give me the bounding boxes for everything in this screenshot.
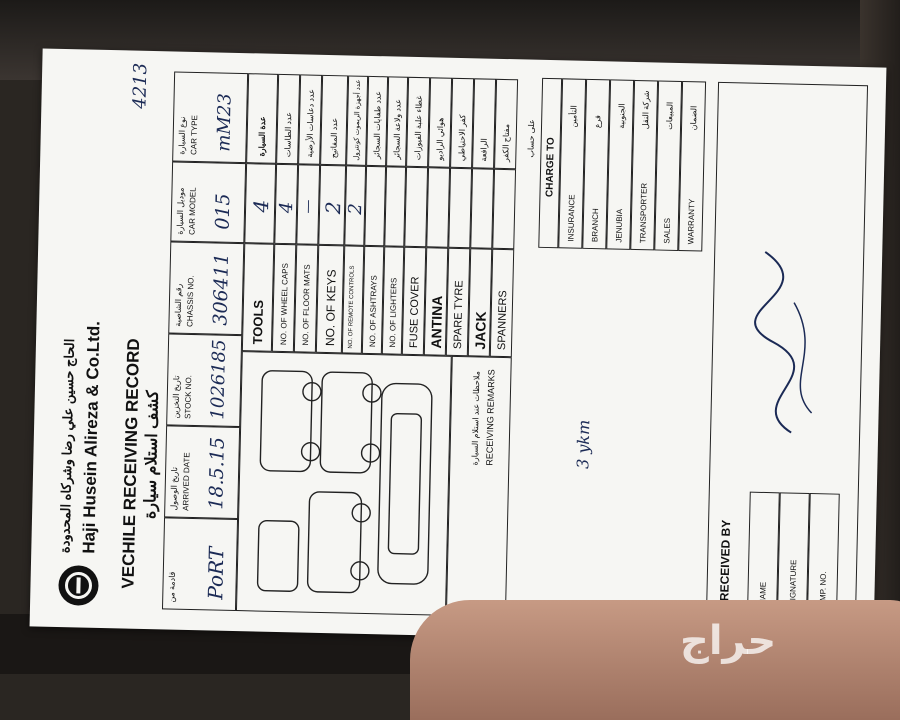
charge-to-arabic-title: على حساب <box>526 119 537 158</box>
checklist-value: 2 <box>344 165 367 246</box>
checklist-value <box>492 168 517 250</box>
checklist-value: 4 <box>274 163 299 245</box>
checklist-item: NO. OF WHEEL CAPS <box>271 243 297 353</box>
form-title: VECHILE RECEIVING RECORD <box>118 338 144 589</box>
form-title-arabic: كشف استلام سيارة <box>142 390 162 520</box>
remarks-handwritten-note: 3 ykm <box>573 419 594 470</box>
checklist-arabic: هوائي الراديو <box>428 77 453 168</box>
checklist-arabic: كفر الاحتياطي <box>450 77 475 169</box>
checklist-arabic: عدد دعاسات الأرضية <box>298 74 323 165</box>
header-field: تاريخ الوصول ARRIVED DATE 18.5.15 <box>164 425 241 520</box>
receiving-record-card: الحاج حسين علي رضا وشركاه المحدودة Haji … <box>29 48 887 646</box>
car-damage-diagram <box>235 351 452 616</box>
car-type-value: mM23 <box>213 93 236 152</box>
stock-number-value: 1026185 <box>207 339 231 420</box>
checklist-arabic: الرافعة <box>472 78 497 169</box>
checklist-item: JACK <box>467 248 493 357</box>
checklist-item: ANTINA <box>423 247 449 356</box>
checklist-value <box>404 166 429 248</box>
company-english-name: Haji Husein Alireza & Co.Ltd. <box>79 320 104 554</box>
checklist-item: NO. OF KEYS <box>315 244 345 354</box>
hand-holding-card <box>410 600 900 720</box>
chassis-number-value: 306411 <box>209 252 234 326</box>
header-field: نوع السيارة CAR TYPE mM23 <box>172 71 249 164</box>
checklist-arabic: عدد أجهزة الريموت كونترول <box>346 75 369 166</box>
form-sheet: الحاج حسين علي رضا وشركاه المحدودة Haji … <box>30 49 887 646</box>
checklist-value <box>448 167 473 249</box>
reference-number: 4213 <box>129 62 152 109</box>
car-model-value: 015 <box>211 193 235 230</box>
checklist-item: NO. OF REMOTE CONTROLS <box>341 245 365 354</box>
checklist-item: SPARE TYRE <box>445 247 471 357</box>
arrived-date-value: 18.5.15 <box>205 436 229 510</box>
remarks-label: RECEIVING REMARKS <box>484 369 497 466</box>
checklist-item: NO. OF FLOOR MATS <box>293 244 319 353</box>
header-field: تاريخ التخزين STOCK NO. 1026185 <box>166 333 243 428</box>
header-field: موديل السيارة CAR MODEL 015 <box>170 161 247 244</box>
checklist-arabic: عدد المفاتيح <box>320 74 349 166</box>
header-field: قادمة من PoRT <box>161 517 239 612</box>
received-by-name: NAME <box>747 491 780 613</box>
accessories-checklist: TOOLS 4 عدة السيارة NO. OF WHEEL CAPS 4 … <box>30 49 519 627</box>
checklist-arabic: مفتاح الكفر <box>494 78 519 170</box>
header-field: رقم الشاصية CHASSIS NO. 306411 <box>168 241 245 336</box>
checklist-item: NO. OF ASHTRAYS <box>361 245 385 355</box>
checklist-value <box>384 166 407 247</box>
car-outline-icon <box>256 370 433 594</box>
checklist-item: FUSE COVER <box>401 246 427 356</box>
checklist-value: — <box>296 164 321 245</box>
checklist-arabic: عدد ولاعة السجائر <box>386 76 409 167</box>
received-by-signature: SIGNATURE <box>777 492 810 613</box>
company-arabic-name: الحاج حسين علي رضا وشركاه المحدودة <box>57 338 78 554</box>
signature-icon <box>754 251 813 434</box>
company-logo-icon <box>58 565 99 606</box>
checklist-item: SPANNERS <box>489 248 515 358</box>
received-by-block: RECEIVED BY NAME SIGNATURE EMP. NO. <box>705 81 869 626</box>
remarks-arabic-label: ملاحظات عند استلام السيارة <box>470 370 482 466</box>
receiving-remarks-box: ملاحظات عند استلام السيارة RECEIVING REM… <box>445 355 512 618</box>
received-by-emp-no: EMP. NO. <box>807 493 840 614</box>
company-block: الحاج حسين علي رضا وشركاه المحدودة Haji … <box>50 277 117 608</box>
checklist-value: 2 <box>318 164 347 246</box>
checklist-arabic: عدد طفايات السجائر <box>366 75 389 167</box>
watermark-logo: حراج <box>680 618 777 664</box>
checklist-item: NO. OF LIGHTERS <box>381 246 405 355</box>
checklist-item: TOOLS <box>241 243 275 352</box>
checklist-value <box>426 167 451 248</box>
checklist-arabic: عدة السيارة <box>246 73 279 164</box>
checklist-value <box>364 165 387 247</box>
checklist-value <box>470 168 495 249</box>
header-fields-table: قادمة من PoRT تاريخ الوصول ARRIVED DATE … <box>30 49 249 627</box>
checklist-arabic: غطاء علبة الفيوزات <box>406 76 431 168</box>
received-by-title: RECEIVED BY <box>717 519 734 602</box>
checklist-arabic: عدد الطاسات <box>276 73 301 165</box>
origin-value: PoRT <box>203 546 229 600</box>
checklist-value: 4 <box>244 163 277 244</box>
